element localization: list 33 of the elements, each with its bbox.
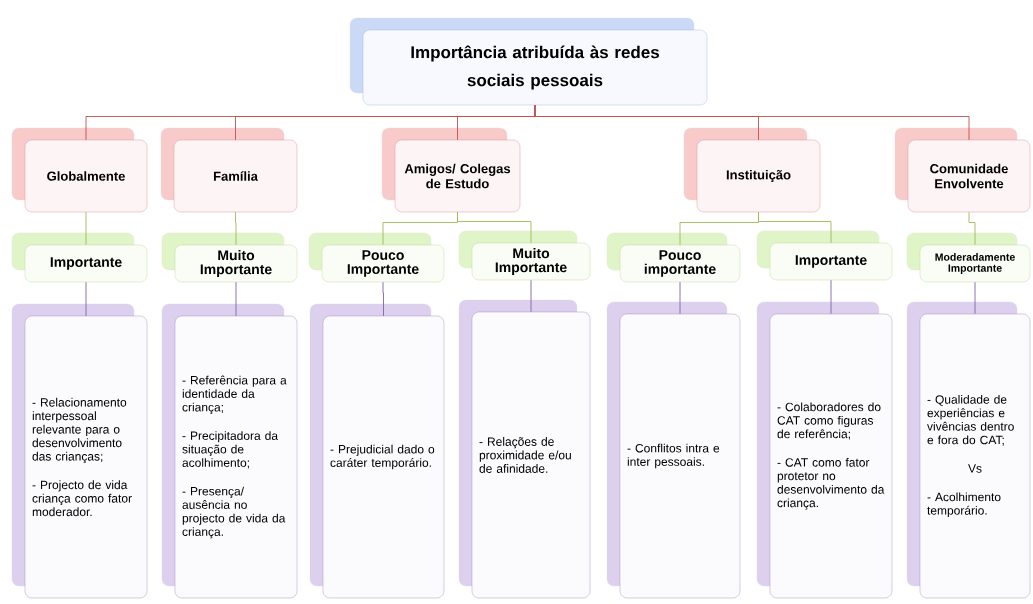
category-box: Globalmente <box>11 127 148 213</box>
category-box: Família <box>160 127 298 213</box>
connector-line <box>382 281 384 317</box>
rating-box: Importante <box>756 230 893 281</box>
connector-line <box>530 279 532 313</box>
text-card: - Colaboradores do CAT como figuras de referência; - CAT como fator protetor no desenvolvimento da criança. <box>756 301 893 599</box>
connector-line <box>235 211 237 246</box>
connector-line <box>235 281 237 317</box>
connector-line <box>679 281 681 315</box>
connector-line <box>85 281 87 317</box>
rating-box: Muito Importante <box>458 230 591 281</box>
connector-line <box>534 104 970 141</box>
category-box: Amigos/ Colegas de Estudo <box>381 127 521 213</box>
category-box: Comunidade Envolvente <box>894 127 1031 213</box>
text-card: - Referência para a identidade da criança; - Precipitadora da situação de acolhimento; - Presença/ ausência no projecto de vida da criança. <box>161 303 298 599</box>
category-box: Instituição <box>683 127 821 213</box>
text-card: - Qualidade de experiências e vivências dentro e fora do CAT; Vs - Acolhimento temporário. <box>906 301 1031 599</box>
rating-box: Pouco importante <box>606 232 741 283</box>
connector-line <box>457 211 532 244</box>
connector-line <box>758 211 832 244</box>
rating-box: Pouco Importante <box>308 232 445 283</box>
connector-line <box>85 211 87 246</box>
title-box: Importância atribuída às redes sociais pessoais <box>349 17 708 106</box>
text-card: - Conflitos intra e inter pessoais. <box>606 301 741 599</box>
rating-box: Muito Importante <box>161 232 298 283</box>
rating-box: Moderadamente Importante <box>906 232 1031 283</box>
rating-box: Importante <box>11 232 148 283</box>
connector-line <box>974 281 976 315</box>
connector-line <box>830 279 832 315</box>
connector-line <box>968 211 976 246</box>
text-card: - Relações de proximidade e/ou de afinidade. <box>458 299 591 599</box>
text-card: - Prejudicial dado o caráter temporário. <box>309 303 445 599</box>
text-card: - Relacionamento interpessoal relevante para o desenvolvimento das crianças; - Projecto de vida criança como fator moderador. <box>11 303 148 599</box>
